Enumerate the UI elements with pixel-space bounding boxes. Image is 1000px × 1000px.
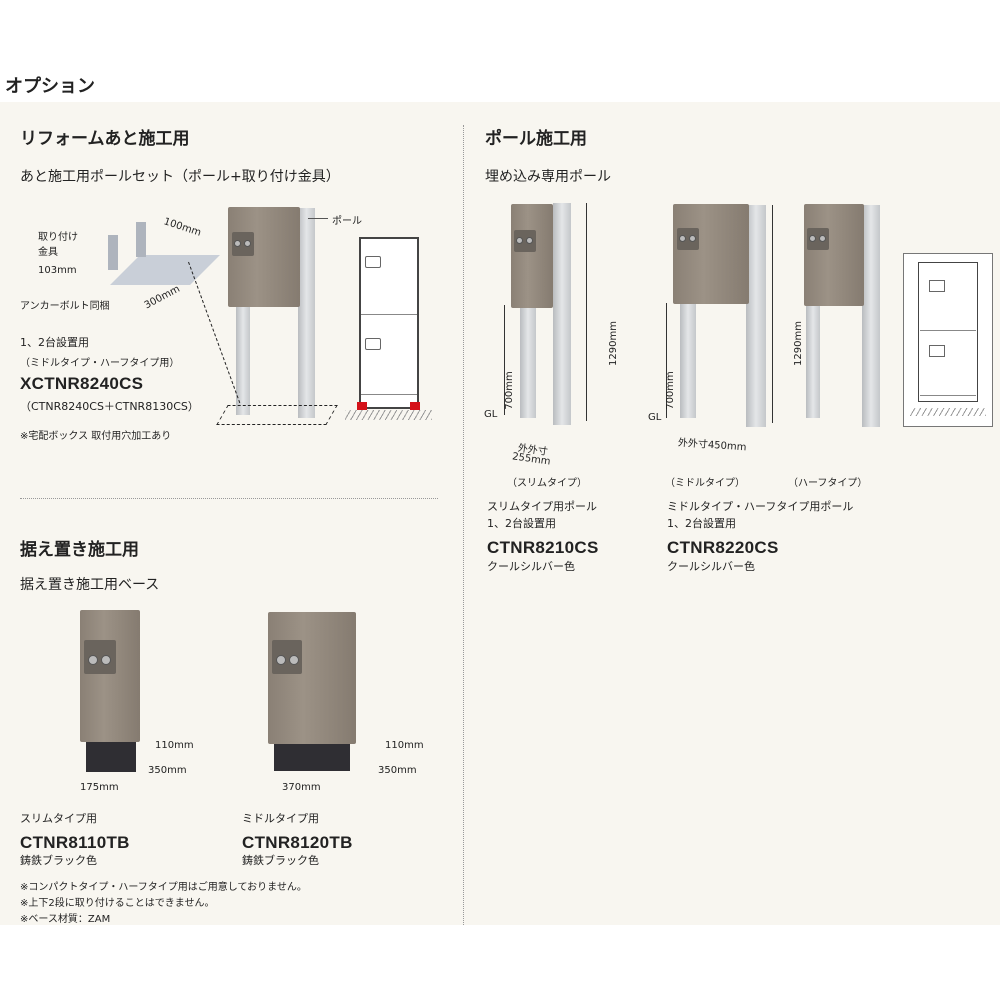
section-subtitle: 埋め込み専用ポール [485,169,611,185]
type-label: （スリムタイプ） [507,478,587,489]
color-label: クールシルバー色 [487,560,575,573]
pole-name: ミドルタイプ・ハーフタイプ用ポール [667,500,854,513]
model-number: CTNR8110TB [20,833,130,852]
dim-depth: 350mm [148,765,187,776]
model-number: CTNR8120TB [242,833,353,852]
gl-label: GL [484,409,498,420]
dim-1290: 1290mm [792,321,804,366]
bracket-label: 金具 [38,247,58,258]
color-label: 鋳鉄ブラック色 [242,854,319,867]
type-label: ミドルタイプ用 [242,812,319,825]
dim-height: 103mm [38,265,77,276]
model-parts: （CTNR8240CS＋CTNR8130CS） [20,400,199,413]
model-number: CTNR8220CS [667,538,779,557]
dim-width: 175mm [80,782,119,793]
type-label: （ミドルタイプ） [665,478,745,489]
usage: 1、2台設置用 [487,517,556,530]
dim-height: 110mm [155,740,194,751]
bracket-label: 取り付け [38,232,78,243]
usage: 1、2台設置用 [667,517,736,530]
usage: 1、2台設置用 [20,336,89,349]
page-title: オプション [5,76,95,97]
dim-width: 370mm [282,782,321,793]
dim-700: 700mm [503,371,515,410]
horizontal-divider [20,498,438,499]
section-title: ポール施工用 [485,129,587,149]
note: ※コンパクトタイプ・ハーフタイプ用はご用意しておりません。 [20,882,307,893]
dim-700: 700mm [664,371,676,410]
dim-1290: 1290mm [607,321,619,366]
type-label: （ハーフタイプ） [788,478,868,489]
color-label: 鋳鉄ブラック色 [20,854,97,867]
anchor-note: アンカーボルト同梱 [20,301,110,312]
dim-height: 110mm [385,740,424,751]
vertical-divider [463,125,464,925]
usage-types: （ミドルタイプ・ハーフタイプ用） [20,358,180,369]
note: ※ベース材質：ZAM [20,914,111,925]
gl-label: GL [648,412,662,423]
note: ※上下2段に取り付けることはできません。 [20,898,215,909]
pole-name: スリムタイプ用ポール [487,500,597,513]
section-subtitle: 据え置き施工用ベース [20,577,160,593]
type-label: スリムタイプ用 [20,812,97,825]
color-label: クールシルバー色 [667,560,755,573]
note: ※宅配ボックス 取付用穴加工あり [20,431,172,442]
section-title: 据え置き施工用 [20,540,139,560]
dim-depth: 350mm [378,765,417,776]
model-number: CTNR8210CS [487,538,599,557]
section-subtitle: あと施工用ポールセット（ポール+取り付け金具） [20,169,340,185]
section-title: リフォームあと施工用 [20,129,190,149]
model-number: XCTNR8240CS [20,374,144,393]
pole-label: ポール [332,216,362,227]
